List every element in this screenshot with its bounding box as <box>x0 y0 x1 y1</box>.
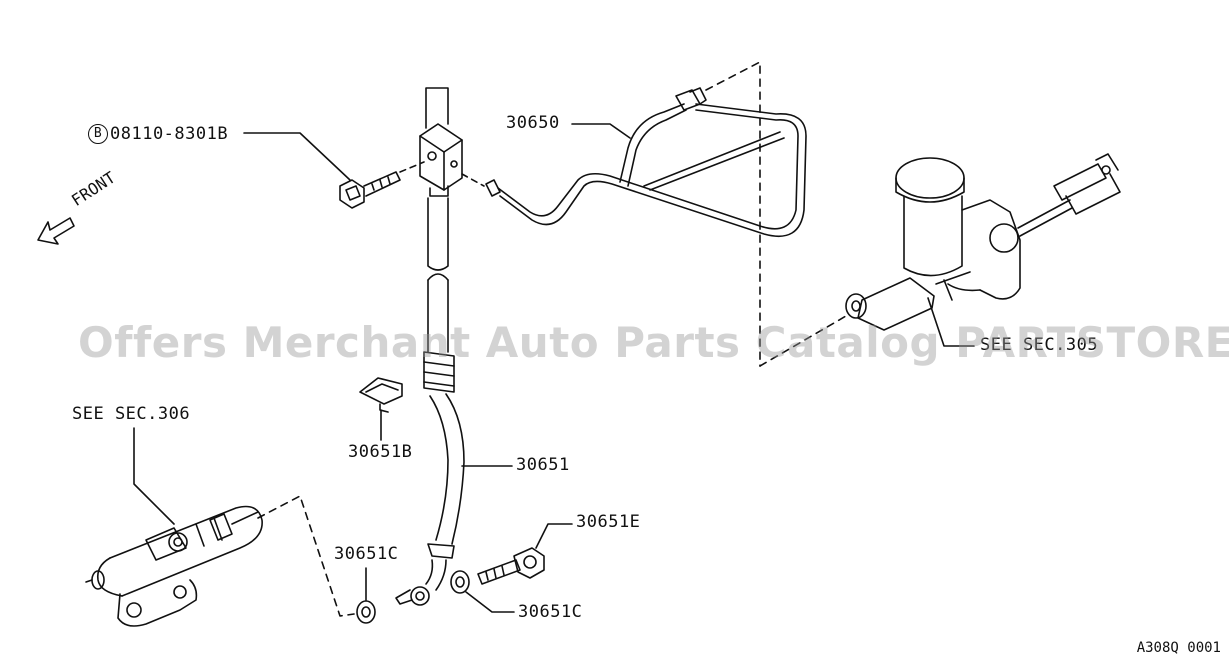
operating-cylinder-reference: SEE SEC.306 <box>72 404 191 424</box>
dash-boundary-vertical <box>705 61 761 367</box>
washer-left <box>356 600 376 624</box>
diagram-code: A308Q 0001 <box>1136 640 1221 656</box>
watermark: Offers Merchant Auto Parts Catalog PARTS… <box>78 318 1229 367</box>
flexible-hose <box>395 393 465 606</box>
hose-clip <box>359 377 403 413</box>
leader-master-cyl <box>927 297 975 347</box>
hose-bracket <box>419 87 463 197</box>
washer-left-part-number: 30651C <box>334 544 399 564</box>
leader-connector-bolt <box>535 523 573 549</box>
connector-bolt-part-number: 30651E <box>576 512 641 532</box>
connector-bolt <box>477 547 545 585</box>
leader-tube <box>571 123 631 139</box>
dash-boundary-operating <box>257 495 355 617</box>
washer-right <box>450 570 470 594</box>
leader-operating-cyl <box>133 427 175 525</box>
master-cylinder <box>845 153 1121 331</box>
hose-part-number: 30651 <box>516 455 570 475</box>
master-cylinder-reference: SEE SEC.305 <box>980 335 1099 355</box>
tube-part-number: 30650 <box>506 113 560 133</box>
leader-bolt <box>243 132 351 181</box>
dash-boundary-master <box>759 315 847 367</box>
leader-washer-right <box>465 591 515 613</box>
mounting-bolt <box>339 171 401 209</box>
operating-cylinder <box>85 505 263 627</box>
washer-right-part-number: 30651C <box>518 602 583 622</box>
front-arrow-icon <box>37 217 75 245</box>
tube-dash <box>461 173 485 187</box>
bolt-part-number: 08110-8301B <box>110 124 229 144</box>
clutch-tube <box>485 87 807 238</box>
hose-upper-section <box>423 197 455 393</box>
clip-part-number: 30651B <box>348 442 413 462</box>
bolt-mark-icon: B <box>88 124 108 144</box>
